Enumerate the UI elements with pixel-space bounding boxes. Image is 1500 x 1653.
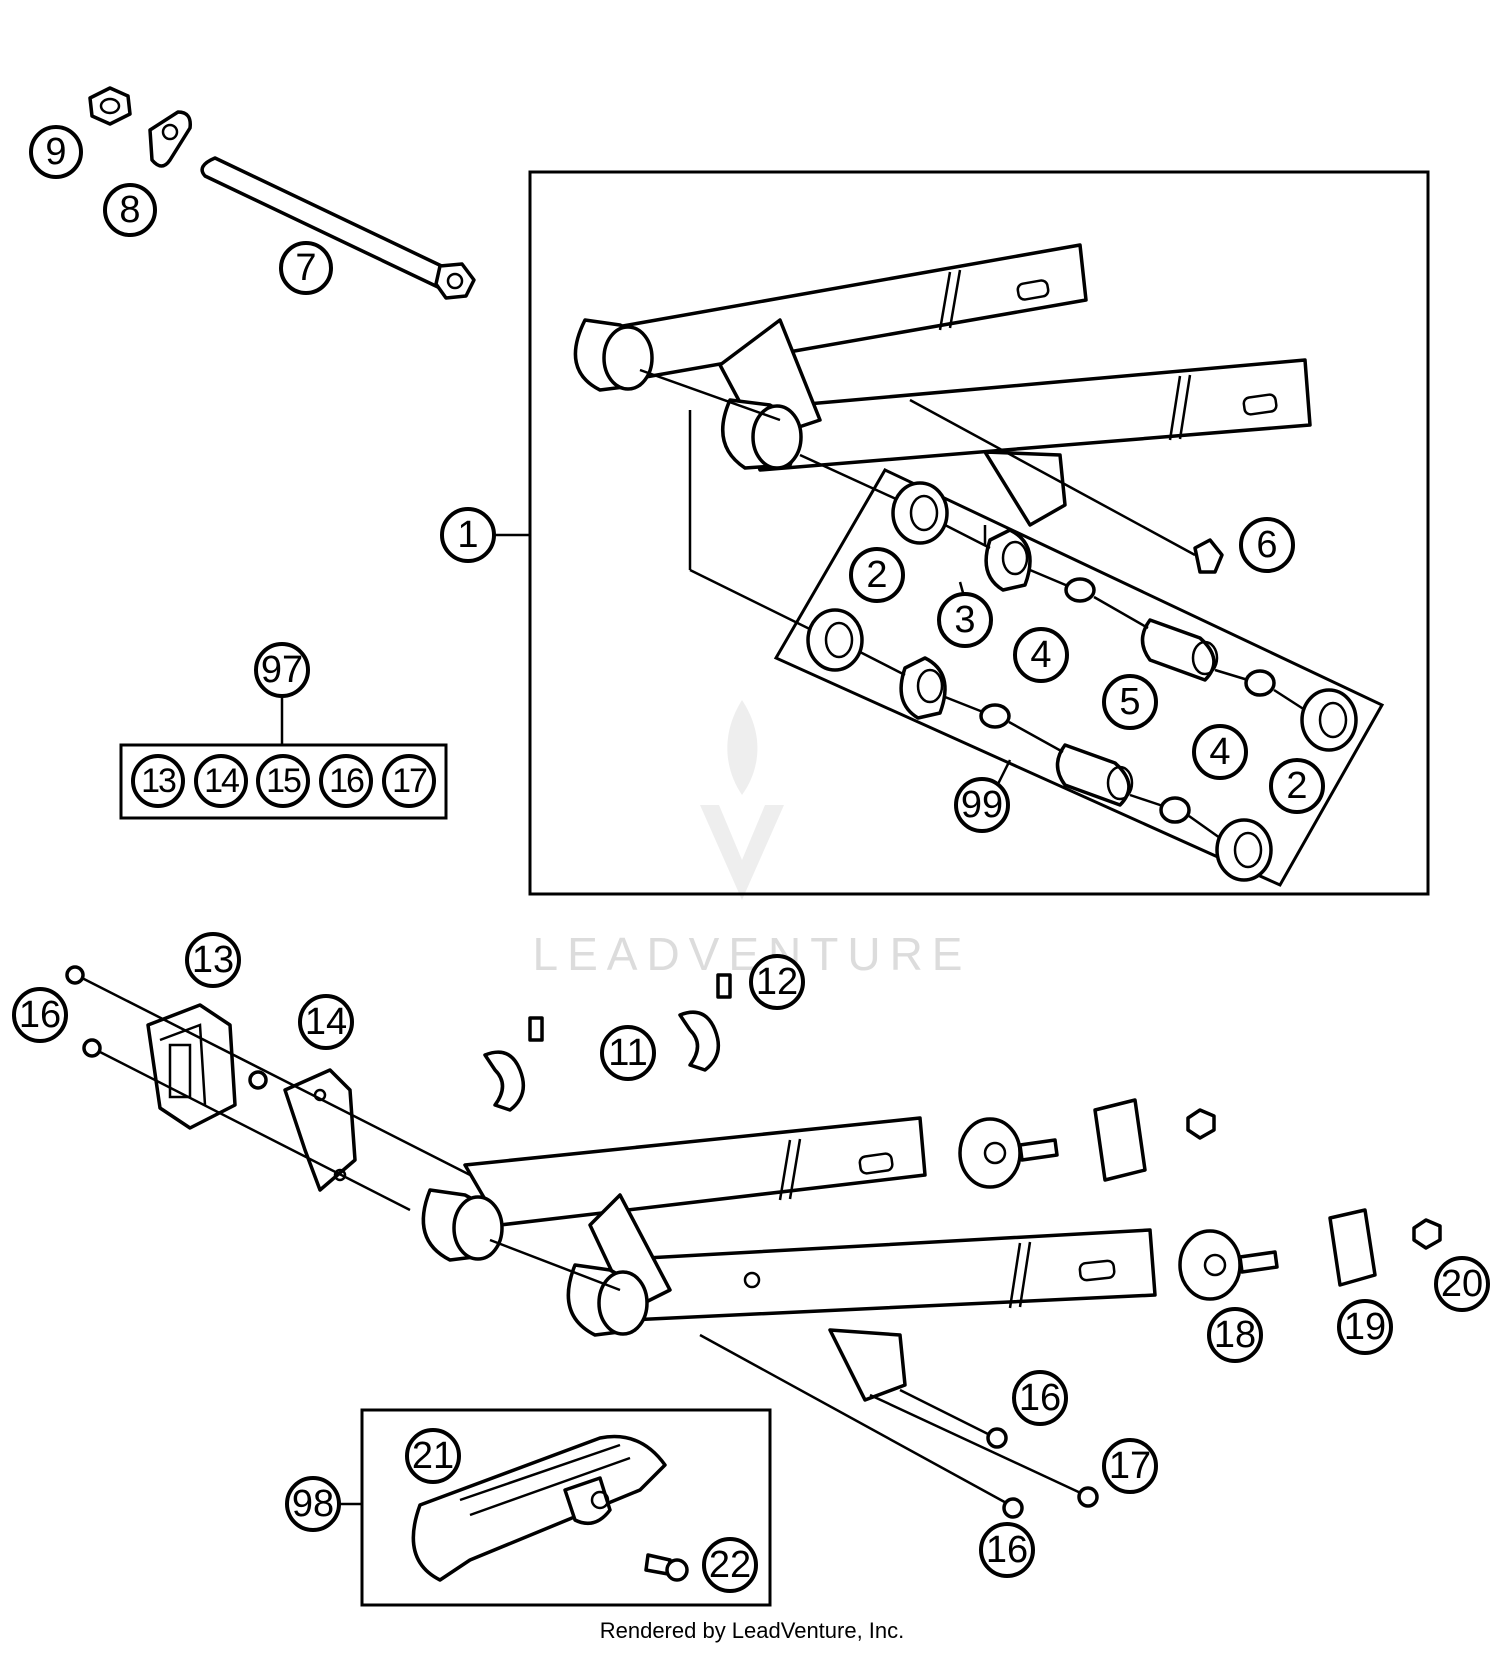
svg-text:16: 16 bbox=[1019, 1377, 1061, 1419]
chain-guard-part bbox=[411, 1434, 667, 1582]
callout-16-kit[interactable]: 16 bbox=[319, 754, 373, 808]
callout-99[interactable]: 99 bbox=[954, 777, 1010, 833]
guard-screw-part bbox=[644, 1553, 689, 1582]
svg-text:11: 11 bbox=[608, 1032, 647, 1074]
svg-text:98: 98 bbox=[292, 1483, 334, 1525]
callout-20[interactable]: 20 bbox=[1434, 1256, 1490, 1312]
adjuster-nut-part bbox=[1186, 1108, 1442, 1250]
svg-text:20: 20 bbox=[1441, 1263, 1483, 1305]
bearing-row-lower bbox=[806, 608, 1273, 882]
chain-guard-box bbox=[360, 1408, 772, 1607]
svg-text:17: 17 bbox=[392, 762, 427, 800]
callout-22[interactable]: 22 bbox=[702, 1537, 758, 1593]
callout-19[interactable]: 19 bbox=[1337, 1299, 1393, 1355]
svg-text:7: 7 bbox=[295, 247, 316, 289]
svg-text:97: 97 bbox=[261, 649, 303, 691]
adjuster-plate-part bbox=[1093, 1098, 1377, 1287]
callout-5[interactable]: 5 bbox=[1102, 674, 1158, 730]
callout-13-kit[interactable]: 13 bbox=[131, 754, 185, 808]
screw-head-part bbox=[82, 1038, 102, 1058]
callout-4-lower[interactable]: 4 bbox=[1192, 724, 1248, 780]
footer-credit: Rendered by LeadVenture, Inc. bbox=[600, 1618, 905, 1643]
svg-text:2: 2 bbox=[1286, 765, 1307, 807]
hose-clamp-part bbox=[483, 973, 732, 1112]
svg-text:12: 12 bbox=[756, 961, 798, 1003]
grease-nipple-part bbox=[1193, 538, 1224, 574]
callout-8[interactable]: 8 bbox=[103, 183, 157, 237]
svg-text:8: 8 bbox=[119, 189, 140, 231]
callout-3[interactable]: 3 bbox=[937, 592, 993, 648]
swingarm-axle-part bbox=[200, 156, 476, 300]
svg-text:14: 14 bbox=[204, 762, 239, 800]
kit-97-group bbox=[119, 695, 448, 820]
callout-11[interactable]: 11 bbox=[600, 1025, 656, 1081]
callout-98[interactable]: 98 bbox=[285, 1476, 341, 1532]
svg-text:15: 15 bbox=[266, 762, 301, 800]
screw-head-part bbox=[248, 1070, 268, 1090]
bearing-row-upper bbox=[891, 481, 1358, 752]
svg-text:19: 19 bbox=[1344, 1306, 1386, 1348]
screw-head-part bbox=[65, 965, 85, 985]
chain-adjuster-part bbox=[958, 1117, 1279, 1301]
svg-text:16: 16 bbox=[19, 994, 61, 1036]
swingarm-upper-view bbox=[573, 243, 1312, 527]
leadventure-watermark-logo bbox=[700, 700, 784, 900]
callout-16-left[interactable]: 16 bbox=[12, 987, 68, 1043]
callout-1[interactable]: 1 bbox=[440, 507, 496, 563]
svg-text:5: 5 bbox=[1119, 681, 1140, 723]
svg-text:2: 2 bbox=[866, 554, 887, 596]
callout-2-lower[interactable]: 2 bbox=[1269, 758, 1325, 814]
svg-text:13: 13 bbox=[192, 939, 234, 981]
bolt-head-part bbox=[1002, 1497, 1024, 1519]
callout-16-bottom[interactable]: 16 bbox=[979, 1522, 1035, 1578]
callout-16-mid[interactable]: 16 bbox=[1012, 1370, 1068, 1426]
chain-slider-block-part bbox=[146, 1003, 237, 1130]
svg-text:3: 3 bbox=[954, 599, 975, 641]
bolt-head-part bbox=[1077, 1486, 1099, 1508]
callout-17[interactable]: 17 bbox=[1102, 1438, 1158, 1494]
callout-12[interactable]: 12 bbox=[749, 954, 805, 1010]
callout-14[interactable]: 14 bbox=[298, 994, 354, 1050]
svg-text:16: 16 bbox=[986, 1529, 1028, 1571]
watermark-brand-text: LEADVENTURE bbox=[533, 928, 972, 980]
callout-21[interactable]: 21 bbox=[405, 1428, 461, 1484]
svg-text:13: 13 bbox=[141, 762, 176, 800]
callout-13[interactable]: 13 bbox=[185, 932, 241, 988]
bolt-head-part bbox=[986, 1427, 1008, 1449]
svg-text:4: 4 bbox=[1030, 634, 1051, 676]
swingarm-assembly-box bbox=[528, 170, 1430, 896]
svg-text:17: 17 bbox=[1109, 1445, 1151, 1487]
svg-text:4: 4 bbox=[1209, 731, 1230, 773]
callout-18[interactable]: 18 bbox=[1207, 1307, 1263, 1363]
svg-text:9: 9 bbox=[45, 131, 66, 173]
callout-4-upper[interactable]: 4 bbox=[1013, 627, 1069, 683]
nut-part bbox=[88, 86, 132, 126]
svg-text:99: 99 bbox=[961, 784, 1003, 826]
callout-9[interactable]: 9 bbox=[29, 125, 83, 179]
swingarm-lower-view bbox=[421, 1116, 1157, 1402]
svg-text:16: 16 bbox=[329, 762, 364, 800]
svg-text:21: 21 bbox=[412, 1435, 454, 1477]
callout-15-kit[interactable]: 15 bbox=[256, 754, 310, 808]
callout-17-kit[interactable]: 17 bbox=[382, 754, 436, 808]
svg-text:22: 22 bbox=[709, 1544, 751, 1586]
callout-14-kit[interactable]: 14 bbox=[194, 754, 248, 808]
callout-6[interactable]: 6 bbox=[1239, 517, 1295, 573]
bearing-kit-frame bbox=[773, 468, 1385, 887]
svg-text:6: 6 bbox=[1256, 524, 1277, 566]
svg-text:18: 18 bbox=[1214, 1314, 1256, 1356]
chain-guide-plate-part bbox=[283, 1068, 357, 1192]
svg-text:1: 1 bbox=[457, 514, 478, 556]
lock-plate-part bbox=[148, 110, 192, 168]
callout-7[interactable]: 7 bbox=[279, 241, 333, 295]
svg-text:14: 14 bbox=[305, 1001, 347, 1043]
callout-97[interactable]: 97 bbox=[254, 642, 310, 698]
callout-2-upper[interactable]: 2 bbox=[849, 547, 905, 603]
